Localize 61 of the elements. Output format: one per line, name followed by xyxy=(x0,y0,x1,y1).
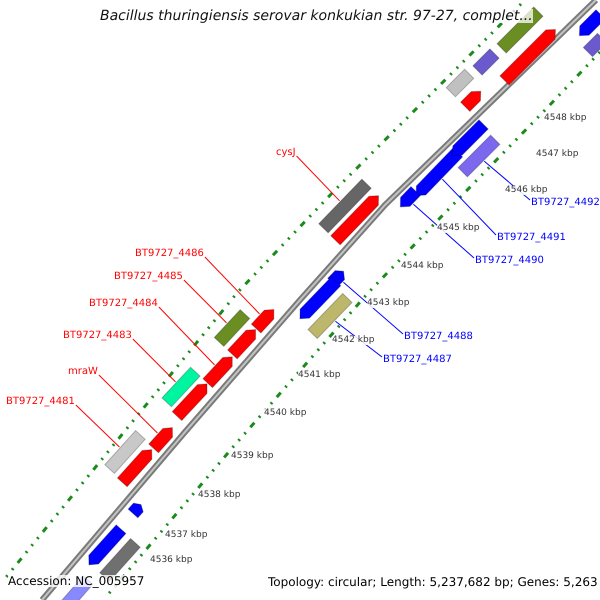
gene-feature xyxy=(116,449,152,488)
gene-feature xyxy=(88,524,127,566)
gene-block xyxy=(457,134,501,178)
leader-line xyxy=(183,280,228,324)
leader-line xyxy=(342,282,404,334)
position-label: 4539 kbp xyxy=(231,452,274,461)
leader-line xyxy=(75,404,120,448)
map-info-text: Accession: NC_005957 xyxy=(8,575,144,587)
position-label: 4548 kbp xyxy=(544,114,586,123)
position-label: 4540 kbp xyxy=(264,409,306,418)
gene-feature xyxy=(452,119,489,156)
gene-block xyxy=(161,366,201,408)
position-label: 4546 kbp xyxy=(505,186,548,195)
position-label: 4545 kbp xyxy=(437,224,480,233)
gene-label: BT9727_4491 xyxy=(497,233,566,243)
gene-label: BT9727_4488 xyxy=(404,332,473,342)
gene-feature xyxy=(148,427,174,454)
gene-block xyxy=(214,308,250,348)
gene-feature xyxy=(330,195,380,246)
gene-feature xyxy=(172,383,208,422)
gene-label: BT9727_4483 xyxy=(63,331,132,341)
gene-label: BT9727_4487 xyxy=(383,355,452,365)
gene-label: BT9727_4485 xyxy=(114,272,183,282)
gene-label: BT9727_4490 xyxy=(475,256,544,266)
gene-label: mraW xyxy=(68,367,98,377)
gene-label: BT9727_4486 xyxy=(135,249,204,259)
gene-feature xyxy=(400,186,422,208)
leader-line xyxy=(132,338,176,382)
position-label: 4544 kbp xyxy=(401,262,444,271)
position-label: 4547 kbp xyxy=(536,150,578,159)
leader-line xyxy=(158,306,216,366)
gene-block xyxy=(104,430,146,474)
gene-label: cysJ xyxy=(276,148,296,158)
gene-label: BT9727_4492 xyxy=(531,198,600,208)
leader-line xyxy=(98,374,158,434)
gene-feature xyxy=(127,502,144,519)
gene-feature xyxy=(578,9,600,36)
gene-label: BT9727_4481 xyxy=(6,397,75,407)
map-title: Bacillus thuringiensis serovar konkukian str. 97-27, complet... xyxy=(100,9,533,23)
leader-line xyxy=(204,256,260,314)
gene-feature xyxy=(460,90,482,112)
leader-line xyxy=(412,204,474,258)
map-info-text: Topology: circular; Length: 5,237,682 bp; Genes: 5,263 xyxy=(268,576,598,588)
gene-block xyxy=(446,68,474,98)
position-label: 4542 kbp xyxy=(332,336,374,345)
leader-line xyxy=(296,156,340,202)
position-label: 4538 kbp xyxy=(198,491,240,500)
position-label: 4537 kbp xyxy=(165,531,208,540)
leader-line xyxy=(442,178,496,236)
gene-feature xyxy=(299,276,342,320)
gene-block xyxy=(582,32,600,58)
position-label: 4543 kbp xyxy=(367,299,410,308)
gene-feature xyxy=(416,147,464,196)
gene-label: BT9727_4484 xyxy=(89,299,158,309)
gene-feature xyxy=(499,29,556,86)
position-label: 4541 kbp xyxy=(298,371,340,380)
gene-block xyxy=(318,178,372,234)
gene-feature xyxy=(202,356,233,388)
position-label: 4536 kbp xyxy=(150,556,192,565)
gene-feature xyxy=(226,329,256,360)
gene-block xyxy=(472,48,500,76)
